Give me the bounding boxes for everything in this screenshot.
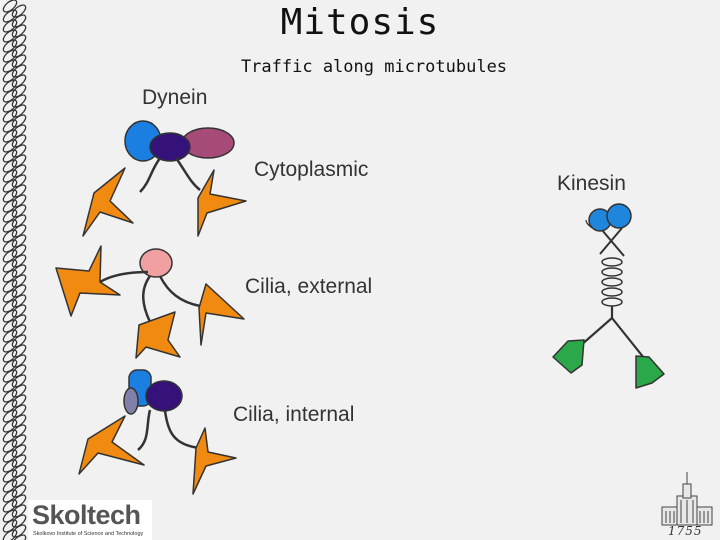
slide-title: Mitosis xyxy=(280,2,440,43)
kinesin-green-foot-right xyxy=(635,355,665,389)
skoltech-logo: Skoltech Skolkovo Institute of Science a… xyxy=(28,500,152,540)
cilia-external-motor-center xyxy=(135,311,181,359)
cytoplasmic-label: Cytoplasmic xyxy=(254,158,369,181)
kinesin-label: Kinesin xyxy=(557,172,626,195)
kinesin-diagram xyxy=(552,203,665,389)
footer-year-mark: 1755 xyxy=(668,524,703,538)
kinesin-coiled-coil xyxy=(601,257,623,307)
kinesin-head-right xyxy=(606,203,632,229)
dynein-label: Dynein xyxy=(142,86,208,109)
cilia-external-diagram xyxy=(55,245,245,359)
logo-tagline: Skolkovo Institute of Science and Techno… xyxy=(33,531,144,537)
cilia-internal-purple-head xyxy=(145,380,183,412)
kinesin-green-foot-left xyxy=(552,339,585,374)
slide-subtitle: Traffic along microtubules xyxy=(240,57,508,77)
cilia-external-pink-head xyxy=(139,248,173,278)
cilia-internal-label: Cilia, internal xyxy=(233,403,355,426)
cilia-internal-grey-head xyxy=(123,387,139,415)
cilia-external-motor-right xyxy=(198,283,245,346)
spiral-border-decoration xyxy=(2,0,27,540)
dynein-orange-motor-left xyxy=(82,167,134,237)
cilia-internal-motor-left xyxy=(78,415,145,475)
dynein-orange-motor-right xyxy=(197,169,247,237)
cilia-external-label: Cilia, external xyxy=(245,275,373,298)
cilia-internal-diagram xyxy=(78,369,237,495)
cilia-internal-motor-right xyxy=(192,427,237,495)
cytoplasmic-dynein-diagram xyxy=(82,120,247,237)
dynein-purple-head xyxy=(149,132,191,162)
logo-wordmark: Skoltech xyxy=(32,500,141,530)
cilia-external-motor-left xyxy=(55,245,121,317)
university-building-emblem xyxy=(661,472,713,526)
